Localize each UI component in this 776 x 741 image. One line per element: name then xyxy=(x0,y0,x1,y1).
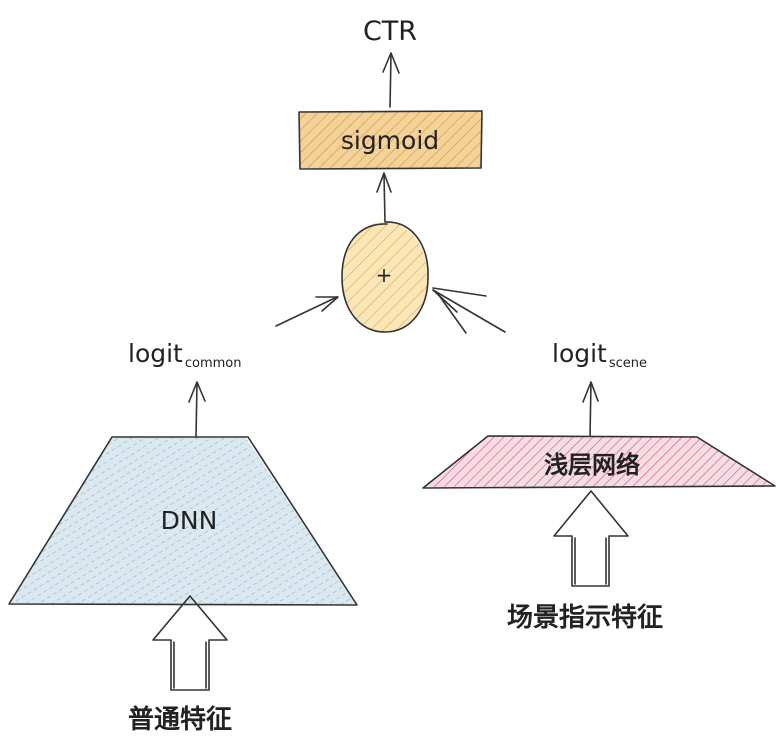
logit-scene-base: logit xyxy=(552,339,607,368)
hollow-arrow-scene-features xyxy=(553,490,629,587)
scene-features-label: 场景指示特征 xyxy=(507,602,663,633)
ctr-label: CTR xyxy=(363,16,417,47)
common-features-label: 普通特征 xyxy=(128,704,232,735)
arrow-dnn-to-common xyxy=(188,381,206,438)
arrow-sigmoid-to-ctr xyxy=(382,52,400,108)
dnn-label: DNN xyxy=(161,506,218,535)
logit-scene-subscript: scene xyxy=(609,356,647,371)
dnn-block: DNN xyxy=(8,436,358,606)
arrow-plus-to-sigmoid xyxy=(376,172,392,223)
sigmoid-box: sigmoid xyxy=(298,110,483,170)
shallow-network-block: 浅层网络 xyxy=(422,435,776,489)
logit-common-base: logit xyxy=(128,339,183,368)
hollow-arrow-common-features xyxy=(152,595,228,691)
logit-common-subscript: common xyxy=(185,356,242,371)
sigmoid-label: sigmoid xyxy=(341,126,439,155)
plus-symbol: + xyxy=(376,263,393,287)
arrow-common-to-plus xyxy=(275,296,339,327)
arrow-scene-to-plus xyxy=(432,287,506,334)
arrow-shallow-to-scene xyxy=(582,381,599,437)
plus-node: + xyxy=(341,221,429,333)
shallow-network-label: 浅层网络 xyxy=(544,451,640,479)
